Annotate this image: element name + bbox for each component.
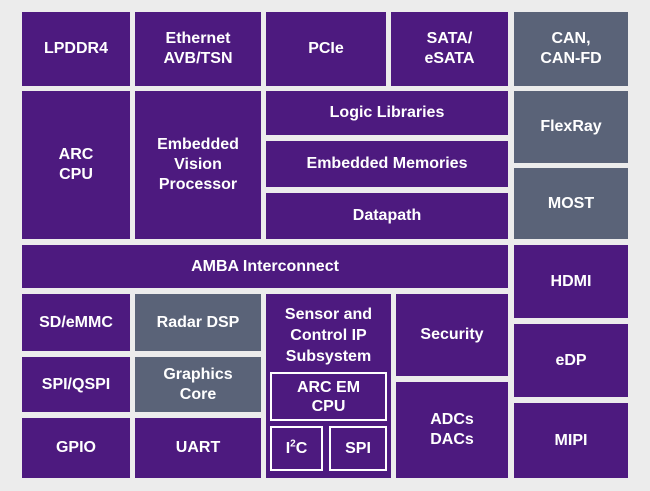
arc-cpu-label: ARC CPU [58,146,94,183]
security-label: Security [420,326,484,343]
uart-label: UART [175,439,221,456]
embedded-memories-label: Embedded Memories [306,155,468,172]
logic-libraries-block: Logic Libraries [266,91,508,135]
embedded-memories-block: Embedded Memories [266,141,508,187]
can-label: CAN, CAN-FD [540,30,602,67]
radar-dsp-block: Radar DSP [135,294,261,351]
ethernet-label: Ethernet AVB/TSN [163,30,233,67]
hdmi-label: HDMI [550,272,592,290]
amba-interconnect-label: AMBA Interconnect [191,257,339,275]
security-block: Security [396,294,508,376]
spi-inner-label: SPI [345,440,371,457]
adcs-dacs-block: ADCs DACs [396,382,508,478]
pcie-block: PCIe [266,12,386,86]
embedded-vision-label: Embedded Vision Processor [157,136,239,193]
spi-qspi-block: SPI/QSPI [22,357,130,412]
edp-block: eDP [514,324,628,397]
datapath-label: Datapath [352,207,422,224]
i2c-block: I2C [270,426,323,471]
gpio-block: GPIO [22,418,130,478]
mipi-block: MIPI [514,403,628,478]
flexray-label: FlexRay [540,118,602,135]
ethernet-block: Ethernet AVB/TSN [135,12,261,86]
arc-em-cpu-label: ARC EM CPU [296,378,361,415]
sensor-subsystem-block: Sensor and Control IP Subsystem [266,294,391,478]
lpddr4-block: LPDDR4 [22,12,130,86]
sata-block: SATA/ eSATA [391,12,508,86]
sd-emmc-block: SD/eMMC [22,294,130,351]
sd-emmc-label: SD/eMMC [39,313,113,331]
graphics-core-block: Graphics Core [135,357,261,412]
can-block: CAN, CAN-FD [514,12,628,86]
mipi-label: MIPI [554,431,588,449]
uart-block: UART [135,418,261,478]
arc-em-cpu-block: ARC EM CPU [270,372,387,421]
gpio-label: GPIO [55,439,96,456]
logic-libraries-label: Logic Libraries [329,104,445,121]
edp-label: eDP [555,351,587,369]
lpddr4-label: LPDDR4 [43,40,108,57]
most-block: MOST [514,168,628,239]
radar-dsp-label: Radar DSP [156,313,240,331]
spi-qspi-label: SPI/QSPI [41,375,111,393]
adcs-dacs-label: ADCs DACs [430,411,474,448]
hdmi-block: HDMI [514,245,628,318]
pcie-label: PCIe [308,40,344,57]
sensor-subsystem-label: Sensor and Control IP Subsystem [284,306,373,365]
i2c-label: I2C [285,438,308,457]
graphics-core-label: Graphics Core [163,365,233,403]
arc-cpu-block: ARC CPU [22,91,130,239]
flexray-block: FlexRay [514,91,628,163]
amba-interconnect-block: AMBA Interconnect [22,245,508,288]
sata-label: SATA/ eSATA [424,30,475,67]
embedded-vision-block: Embedded Vision Processor [135,91,261,239]
datapath-block: Datapath [266,193,508,239]
spi-inner-block: SPI [329,426,387,471]
most-label: MOST [547,194,595,212]
